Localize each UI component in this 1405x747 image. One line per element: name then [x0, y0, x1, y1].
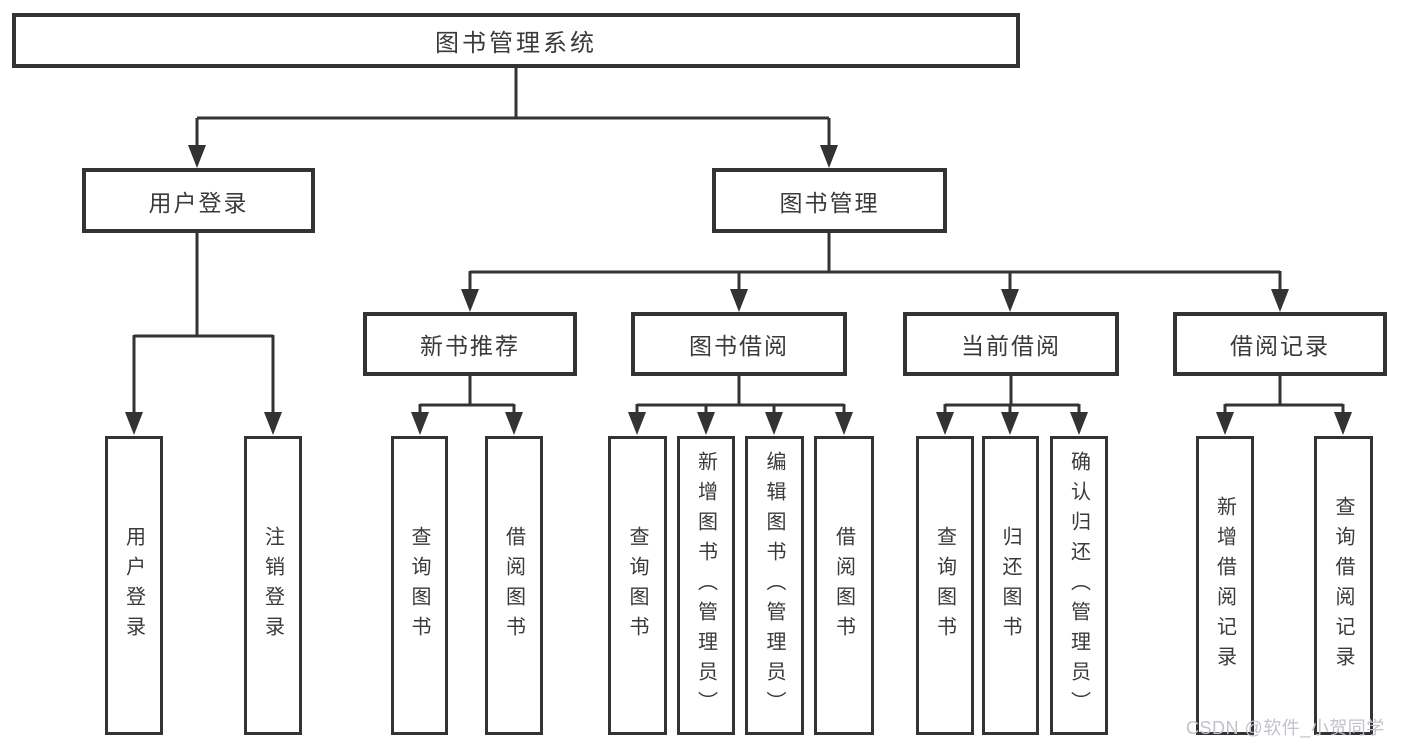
arrow-down	[188, 145, 206, 168]
csdn-watermark: CSDN @软件_小贺同学	[1186, 718, 1385, 738]
arrow-down	[628, 412, 646, 435]
node-borrow-records: 借阅记录	[1173, 312, 1387, 376]
node-label: 借阅图书	[832, 525, 855, 646]
node-library-management-system: 图书管理系统	[12, 13, 1020, 68]
node-query-books: 查询图书	[608, 436, 667, 735]
node-add-borrow-record: 新增借阅记录	[1196, 436, 1254, 735]
node-user-login: 用户登录	[82, 168, 315, 233]
arrow-down	[1334, 412, 1352, 435]
node-query-borrow-record: 查询借阅记录	[1314, 436, 1373, 735]
node-label: 确认归还（管理员）	[1067, 450, 1090, 721]
node-label: 用户登录	[122, 525, 145, 646]
arrow-down	[1070, 412, 1088, 435]
arrow-down	[936, 412, 954, 435]
node-new-book-recommend: 新书推荐	[363, 312, 577, 376]
node-label: 图书管理系统	[435, 30, 597, 57]
node-borrow-books: 借阅图书	[485, 436, 543, 735]
arrow-down	[264, 412, 282, 435]
node-label: 新书推荐	[420, 333, 520, 359]
node-label: 归还图书	[999, 525, 1021, 646]
node-edit-book-admin: 编辑图书（管理员）	[745, 436, 804, 735]
arrow-down	[1216, 412, 1234, 435]
node-user-login-leaf: 用户登录	[105, 436, 163, 735]
arrow-down	[411, 412, 429, 435]
node-label: 查询图书	[408, 525, 430, 646]
node-book-borrowing: 图书借阅	[631, 312, 847, 376]
arrow-down	[1001, 412, 1019, 435]
node-label: 新增图书（管理员）	[694, 450, 717, 721]
arrow-down	[697, 412, 715, 435]
connector-edges	[132, 68, 1345, 415]
node-label: 查询图书	[626, 525, 648, 646]
node-label: 编辑图书（管理员）	[763, 450, 785, 721]
node-label: 当前借阅	[961, 333, 1061, 359]
node-confirm-return-admin: 确认归还（管理员）	[1050, 436, 1108, 735]
node-query-books: 查询图书	[916, 436, 974, 735]
node-label: 注销登录	[261, 525, 284, 646]
node-current-borrow: 当前借阅	[903, 312, 1119, 376]
node-label: 新增借阅记录	[1213, 495, 1236, 676]
node-add-book-admin: 新增图书（管理员）	[677, 436, 735, 735]
node-book-management: 图书管理	[712, 168, 947, 233]
arrow-down	[730, 289, 748, 312]
node-borrow-books: 借阅图书	[814, 436, 874, 735]
arrow-down	[505, 412, 523, 435]
node-label: 查询图书	[933, 525, 956, 646]
arrowheads	[125, 145, 1352, 435]
arrow-down	[765, 412, 783, 435]
arrow-down	[461, 289, 479, 312]
arrow-down	[1271, 289, 1289, 312]
node-label: 借阅记录	[1230, 333, 1330, 359]
arrow-down	[1001, 289, 1019, 312]
node-logout: 注销登录	[244, 436, 302, 735]
node-label: 图书借阅	[689, 333, 789, 359]
node-label: 用户登录	[148, 189, 249, 216]
arrow-down	[835, 412, 853, 435]
arrow-down	[125, 412, 143, 435]
node-return-book: 归还图书	[982, 436, 1039, 735]
node-label: 借阅图书	[502, 525, 525, 646]
arrow-down	[820, 145, 838, 168]
node-label: 图书管理	[779, 189, 880, 216]
node-query-books: 查询图书	[391, 436, 448, 735]
node-label: 查询借阅记录	[1332, 495, 1354, 676]
